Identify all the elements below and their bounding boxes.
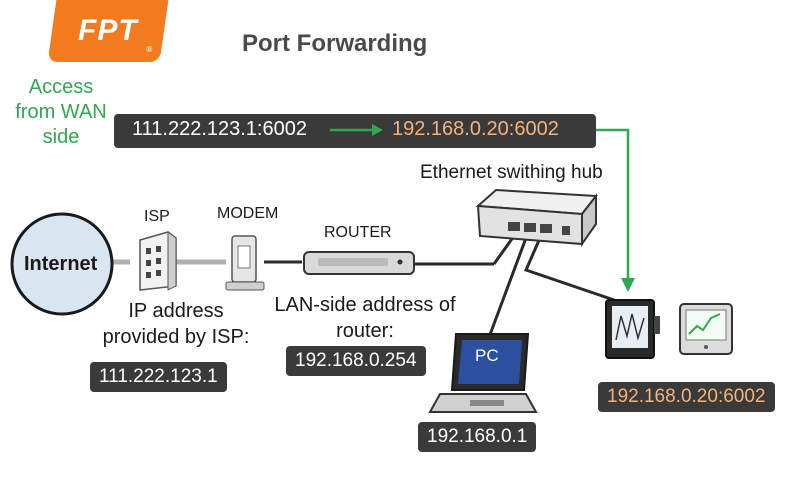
forward-arrow [330,124,383,136]
pc-label: PC [475,346,499,365]
switch-label: Ethernet swithing hub [420,162,603,183]
router-icon [303,251,415,275]
wan-address: 111.222.123.1:6002 [132,118,307,140]
power-meter-icon [605,299,660,359]
isp-ip-chip: 111.222.123.1 [90,362,227,392]
page-title: Port Forwarding [242,30,428,57]
internet-cloud [10,212,114,316]
modem-label: MODEM [217,205,279,222]
internet-label: Internet [24,253,98,275]
laptop-pc-icon [428,333,538,413]
isp-label: ISP [144,208,170,225]
forward-path-arrow [596,128,635,292]
router-label: ROUTER [324,224,392,241]
pc-ip-chip: 192.168.0.1 [418,422,537,452]
forward-target-address: 192.168.0.20:6002 [392,118,559,140]
cables [112,235,615,341]
isp-building-icon [139,231,177,291]
isp-ip-caption: IP address provided by ISP: [102,300,250,348]
router-caption: LAN-side address of router: [274,294,456,342]
switching-hub-icon [475,188,598,248]
modem-icon [225,235,265,291]
device-ip-chip: 192.168.0.20:6002 [598,382,775,412]
monitor-display-icon [679,303,733,355]
router-ip-chip: 192.168.0.254 [286,346,426,376]
wan-access-note: Access from WAN side [15,76,107,148]
